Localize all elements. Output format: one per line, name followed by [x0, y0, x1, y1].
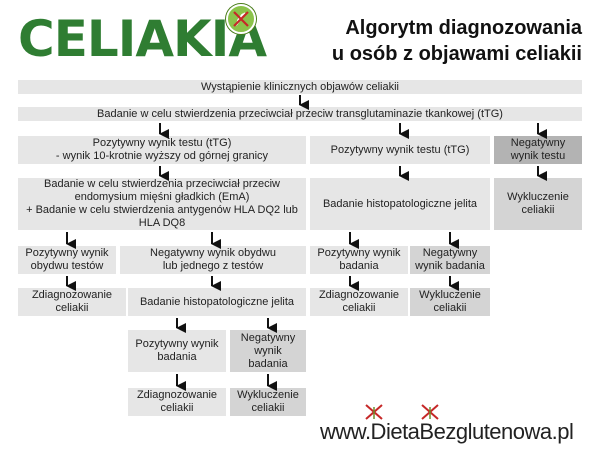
title-line-1: Algorytm diagnozowania	[345, 17, 582, 39]
node-start: Wystąpienie klinicznych objawów celiakii	[18, 80, 582, 94]
celiakia-logo: CELIAKIA	[18, 10, 267, 68]
node-ttg-test: Badanie w celu stwierdzenia przeciwciał …	[18, 107, 582, 121]
node-ttg-positive: Pozytywny wynik testu (tTG)	[310, 136, 490, 164]
page-title: Algorytm diagnozowania u osób z objawami…	[332, 15, 582, 67]
website-url: www.DietaBezglutenowa.pl	[320, 419, 574, 444]
node-ema-hla-test: Badanie w celu stwierdzenia przeciwciał …	[18, 178, 306, 230]
wheat-crossed-small-icon	[421, 404, 439, 420]
title-line-2: u osób z objawami celiakii	[331, 43, 582, 65]
node-histopathology-2: Badanie histopatologiczne jelita	[128, 288, 306, 316]
node-ttg-positive-10x: Pozytywny wynik testu (tTG)- wynik 10-kr…	[18, 136, 306, 164]
wheat-crossed-icon	[226, 4, 256, 34]
node-both-tests-positive: Pozytywny wynik obydwu testów	[18, 246, 116, 274]
node-histopathology-1: Badanie histopatologiczne jelita	[310, 178, 490, 230]
wheat-crossed-small-icon	[365, 404, 383, 420]
